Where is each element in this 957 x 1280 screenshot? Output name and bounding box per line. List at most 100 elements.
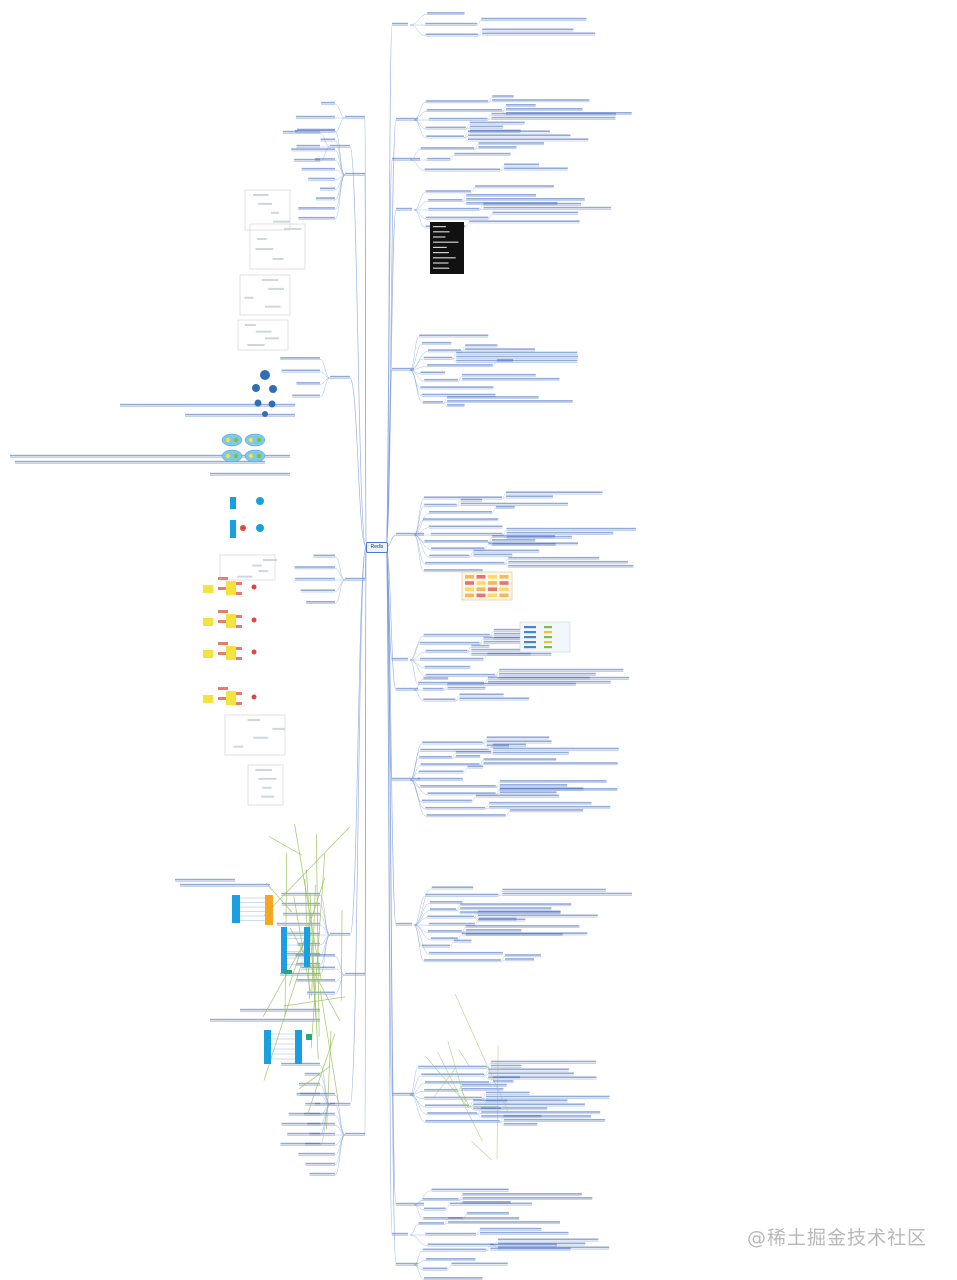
cluster-member [233,437,239,443]
sub-topic-right [424,168,501,171]
sub-link-right [409,779,428,795]
table-cell [499,587,509,591]
leaf-topic-right [491,112,616,115]
sketch-item [237,575,253,578]
long-note-left [210,472,290,475]
sub-link-left [334,174,346,210]
root-node[interactable]: Redis [366,542,388,553]
leaf-topic-right [451,1262,508,1265]
branch-link-right [385,546,397,1266]
sub-link-right [413,119,427,138]
leaf-link-right [504,562,509,565]
sub-topic-right [427,364,493,366]
sketch-item [244,324,256,326]
leaf-link-right [452,358,457,363]
leaf-topic-right [499,668,624,671]
sub-topic-left [280,1142,320,1145]
leaf-topic-right [489,801,592,804]
table-cell [465,581,474,585]
leaf-link-right [502,110,507,112]
leaf-link-right [486,1245,491,1251]
sub-topic-left [299,1082,320,1085]
sub-link-right [409,635,424,661]
pipeline-step [218,610,228,613]
branch-topic-left [345,172,365,175]
leaf-topic-right [455,750,492,753]
sub-topic-right [427,349,462,351]
sub-link-right [413,192,426,211]
leaf-topic-right [506,491,603,494]
leaf-link-right [486,1249,491,1251]
terminal-line [433,231,450,233]
sub-topic-right [425,190,472,192]
sub-link-right [413,902,430,926]
relation-line [263,826,350,916]
terminal-line [433,257,456,259]
sketch-item [255,769,272,771]
table-cell [499,575,509,579]
leaf-topic-right [499,780,607,782]
branch-topic-left [330,144,350,147]
leaf-topic-right [487,676,590,679]
sub-topic-left [306,991,335,994]
sub-topic-right [425,1081,490,1083]
pipeline-source [203,695,213,703]
leaf-link-right [452,357,457,360]
sketch-figure [247,764,284,806]
leaf-link-right [458,375,463,382]
leaf-link-right [488,537,493,543]
branch-topic-right [392,657,408,660]
sub-link-right [409,1234,428,1246]
sub-topic-right [419,334,489,337]
sub-topic-right [425,561,505,564]
sub-link-left [334,169,346,176]
sub-topic-left [314,1102,335,1105]
leaf-topic-right [447,400,573,402]
leaf-link-right [478,34,483,36]
leaf-link-right [465,222,470,228]
cluster-node [254,399,262,407]
sub-topic-right [424,540,489,542]
sub-link-right [409,24,426,36]
relation-line [434,1067,456,1097]
pipeline-target [251,617,257,623]
sub-topic-left [309,1132,335,1135]
sub-topic-right [422,799,472,802]
sub-link-right [409,159,425,171]
sub-link-right [413,924,425,962]
leaf-topic-right [462,373,536,376]
leaf-topic-right [467,134,571,136]
leaf-topic-right [486,740,552,743]
leaf-topic-right [462,1201,511,1203]
leaf-topic-right [478,142,544,144]
sub-topic-right [423,698,456,701]
sub-topic-right [421,1073,485,1076]
leaf-link-right [481,1097,486,1100]
leaf-topic-right [479,1231,569,1234]
leaf-topic-right [492,539,536,541]
cluster-member [248,437,254,443]
leaf-link-right [477,19,482,26]
sub-topic-left [305,1162,335,1165]
sketch-figure [239,274,291,316]
pipeline-step [232,592,242,595]
sub-link-right [413,924,431,940]
sub-link-left [334,174,346,220]
sub-topic-left [304,1142,335,1145]
sub-topic-left [291,148,335,150]
diagram-dot [256,524,264,532]
relation-line [458,1049,470,1067]
leaf-topic-right [469,220,580,222]
sub-link-left [319,934,331,966]
sub-topic-right [427,12,465,14]
sub-topic-right [422,401,444,403]
relation-line [305,870,317,1019]
leaf-topic-right [469,125,504,128]
sketch-figure [237,319,289,351]
relation-line [454,993,508,1112]
sub-link-left [334,1134,346,1176]
pipeline-step [218,620,228,623]
sub-link-right [413,689,424,701]
sub-topic-left [298,216,335,219]
leaf-topic-right [465,348,536,350]
